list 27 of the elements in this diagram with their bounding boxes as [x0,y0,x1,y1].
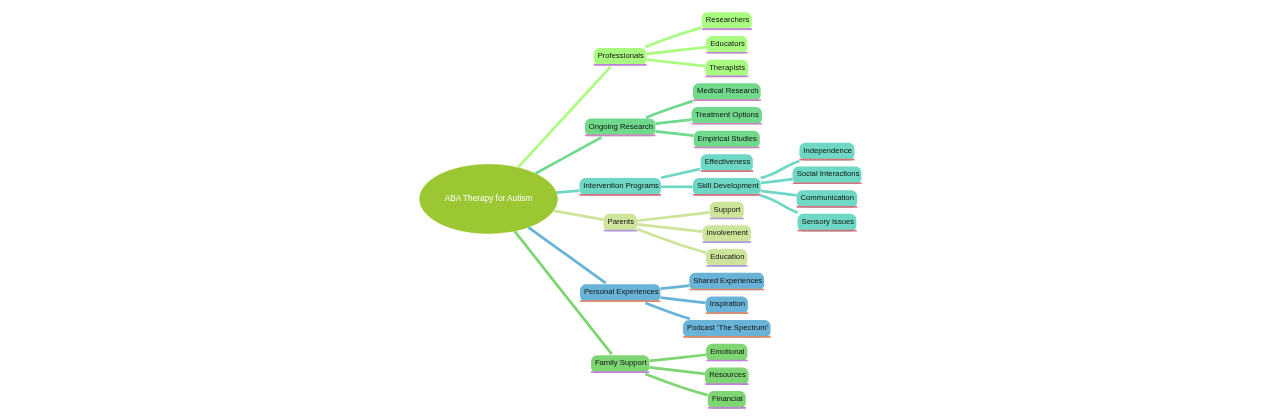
connector [636,227,706,254]
connector [759,193,798,214]
connector [659,295,706,304]
connector [555,188,579,194]
connector [760,177,793,184]
connector [513,229,613,355]
connector [636,210,710,222]
connector [646,45,706,55]
connector [552,208,603,221]
connector [527,225,607,284]
connector [654,117,692,125]
connector [646,57,705,68]
connector [516,65,612,168]
connector [644,372,708,396]
connector [645,99,693,119]
connector [534,135,602,175]
connector [759,159,800,179]
connector [636,222,703,233]
connector [659,283,689,290]
connector [760,189,797,197]
connector [648,365,705,375]
connector [660,167,701,179]
connector [654,129,694,137]
connector [648,352,706,362]
connector [644,301,690,320]
connector [660,184,693,188]
connector [644,25,702,48]
